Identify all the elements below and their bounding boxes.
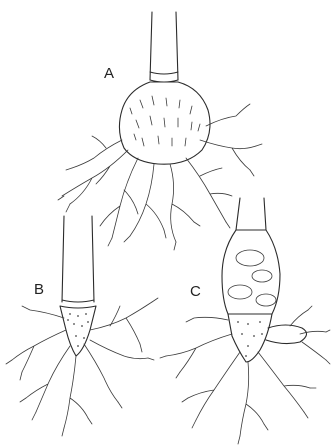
specimen-b-crown: [60, 306, 96, 356]
specimen-a-roots: [58, 104, 262, 250]
specimen-a-label: A: [104, 65, 114, 82]
specimen-a-stem: [150, 12, 178, 80]
specimen-a: A: [58, 12, 262, 250]
specimen-c-crown: [228, 314, 272, 362]
specimen-c: C: [160, 198, 330, 444]
specimen-c-stem: [236, 198, 266, 230]
specimen-b-label: B: [34, 281, 44, 298]
specimen-c-swollen-stem: [222, 230, 280, 314]
specimen-a-stem-ring: [150, 72, 178, 82]
specimen-b-stem-ring: [62, 300, 94, 302]
specimen-b: B: [6, 216, 158, 436]
specimen-b-roots: [6, 298, 158, 436]
specimen-c-roots: [160, 306, 330, 444]
specimen-b-stem: [62, 216, 94, 302]
specimen-c-label: C: [190, 283, 201, 300]
specimen-c-chambers: [228, 250, 276, 306]
specimen-c-side-lobe: [266, 325, 307, 344]
specimen-a-corm-texture: [130, 96, 200, 146]
